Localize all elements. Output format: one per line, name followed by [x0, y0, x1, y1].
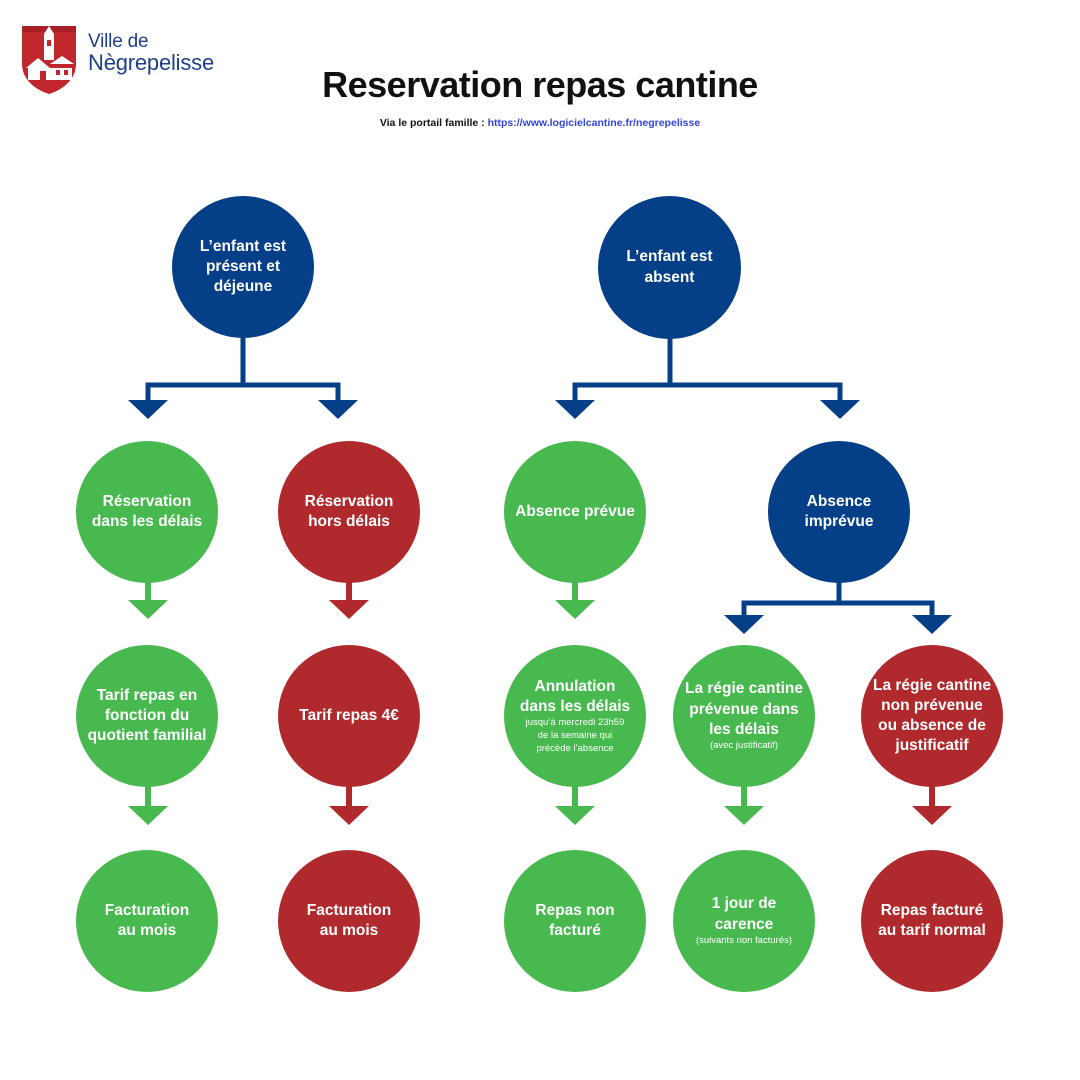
node-facturation-2: Facturation au mois — [278, 850, 420, 992]
node-absence-planned-text: Absence prévue — [515, 502, 635, 520]
node-tarif-4-text: Tarif repas 4€ — [299, 706, 399, 724]
town-logo[interactable]: Ville de Nègrepelisse — [20, 24, 220, 96]
arrow-present-left — [128, 400, 168, 419]
node-repas-non-facture: Repas non facturé — [504, 850, 646, 992]
node-absence-unplanned-text: Absence imprévue — [804, 492, 874, 530]
node-facturation-2-text: Facturation au mois — [306, 901, 392, 939]
node-reservation-late: Réservation hors délais — [278, 441, 420, 583]
node-reservation-late-text: Réservation hors délais — [304, 492, 394, 530]
node-tarif-quotient-text: Tarif repas en fonction du quotient fami… — [87, 686, 207, 745]
arrow-regie-no — [912, 786, 952, 825]
connector-absent — [572, 336, 843, 402]
node-tarif-4: Tarif repas 4€ — [278, 645, 420, 787]
arrow-regie-ok — [724, 786, 764, 825]
node-regie-non-prevenue: La régie cantine non prévenue ou absence… — [861, 645, 1003, 787]
arrow-present-right — [318, 400, 358, 419]
arrow-annulation — [555, 786, 595, 825]
node-absent-text: L’enfant est absent — [626, 248, 713, 286]
node-annulation-text: Annulation dans les délais — [519, 677, 631, 715]
town-name-line2: Nègrepelisse — [88, 50, 215, 75]
node-carence-note: (suivants non facturés) — [695, 934, 793, 946]
node-absence-planned: Absence prévue — [504, 441, 646, 583]
node-regie-prevenue-note: (avec justificatif) — [709, 739, 779, 751]
node-present-text: L’enfant est présent et déjeune — [199, 237, 287, 296]
node-carence: 1 jour de carence (suivants non facturés… — [673, 850, 815, 992]
page-title: Reservation repas cantine — [322, 64, 758, 105]
node-facturation-1-text: Facturation au mois — [104, 901, 190, 939]
connector-unplanned — [741, 580, 935, 618]
node-present: L’enfant est présent et déjeune — [172, 196, 314, 338]
arrow-res-ok — [128, 582, 168, 619]
town-name-line1: Ville de — [88, 31, 149, 52]
node-carence-text: 1 jour de carence — [711, 895, 777, 933]
arrow-absent-left — [555, 400, 595, 419]
portal-link[interactable]: https://www.logicielcantine.fr/negrepeli… — [487, 117, 701, 129]
arrow-tarif-qf — [128, 786, 168, 825]
arrow-unplanned-left — [724, 615, 764, 634]
subtitle: Via le portail famille : https://www.log… — [0, 117, 1080, 129]
arrow-res-late — [329, 582, 369, 619]
node-facturation-1: Facturation au mois — [76, 850, 218, 992]
arrow-unplanned-right — [912, 615, 952, 634]
node-repas-non-facture-text: Repas non facturé — [535, 901, 615, 939]
subtitle-prefix: Via le portail famille : — [379, 117, 488, 129]
node-tarif-quotient: Tarif repas en fonction du quotient fami… — [76, 645, 218, 787]
connector-present — [145, 336, 341, 402]
node-regie-non-prevenue-text: La régie cantine non prévenue ou absence… — [872, 676, 991, 755]
node-regie-prevenue-text: La régie cantine prévenue dans les délai… — [684, 680, 803, 738]
node-annulation-note: jusqu’à mercredi 23h59 de la semaine qui… — [525, 716, 625, 754]
arrow-tarif-4 — [329, 786, 369, 825]
node-reservation-ok: Réservation dans les délais — [76, 441, 218, 583]
node-reservation-ok-text: Réservation dans les délais — [91, 492, 203, 530]
node-tarif-normal-text: Repas facturé au tarif normal — [878, 901, 986, 939]
node-absence-unplanned: Absence imprévue — [768, 441, 910, 583]
node-annulation: Annulation dans les délais jusqu’à mercr… — [504, 645, 646, 787]
node-regie-prevenue: La régie cantine prévenue dans les délai… — [673, 645, 815, 787]
node-tarif-normal: Repas facturé au tarif normal — [861, 850, 1003, 992]
church-shield-icon — [22, 26, 76, 94]
node-absent: L’enfant est absent — [598, 196, 741, 339]
town-name: Ville de Nègrepelisse — [88, 32, 214, 74]
arrow-abs-planned — [555, 582, 595, 619]
arrow-absent-right — [820, 400, 860, 419]
